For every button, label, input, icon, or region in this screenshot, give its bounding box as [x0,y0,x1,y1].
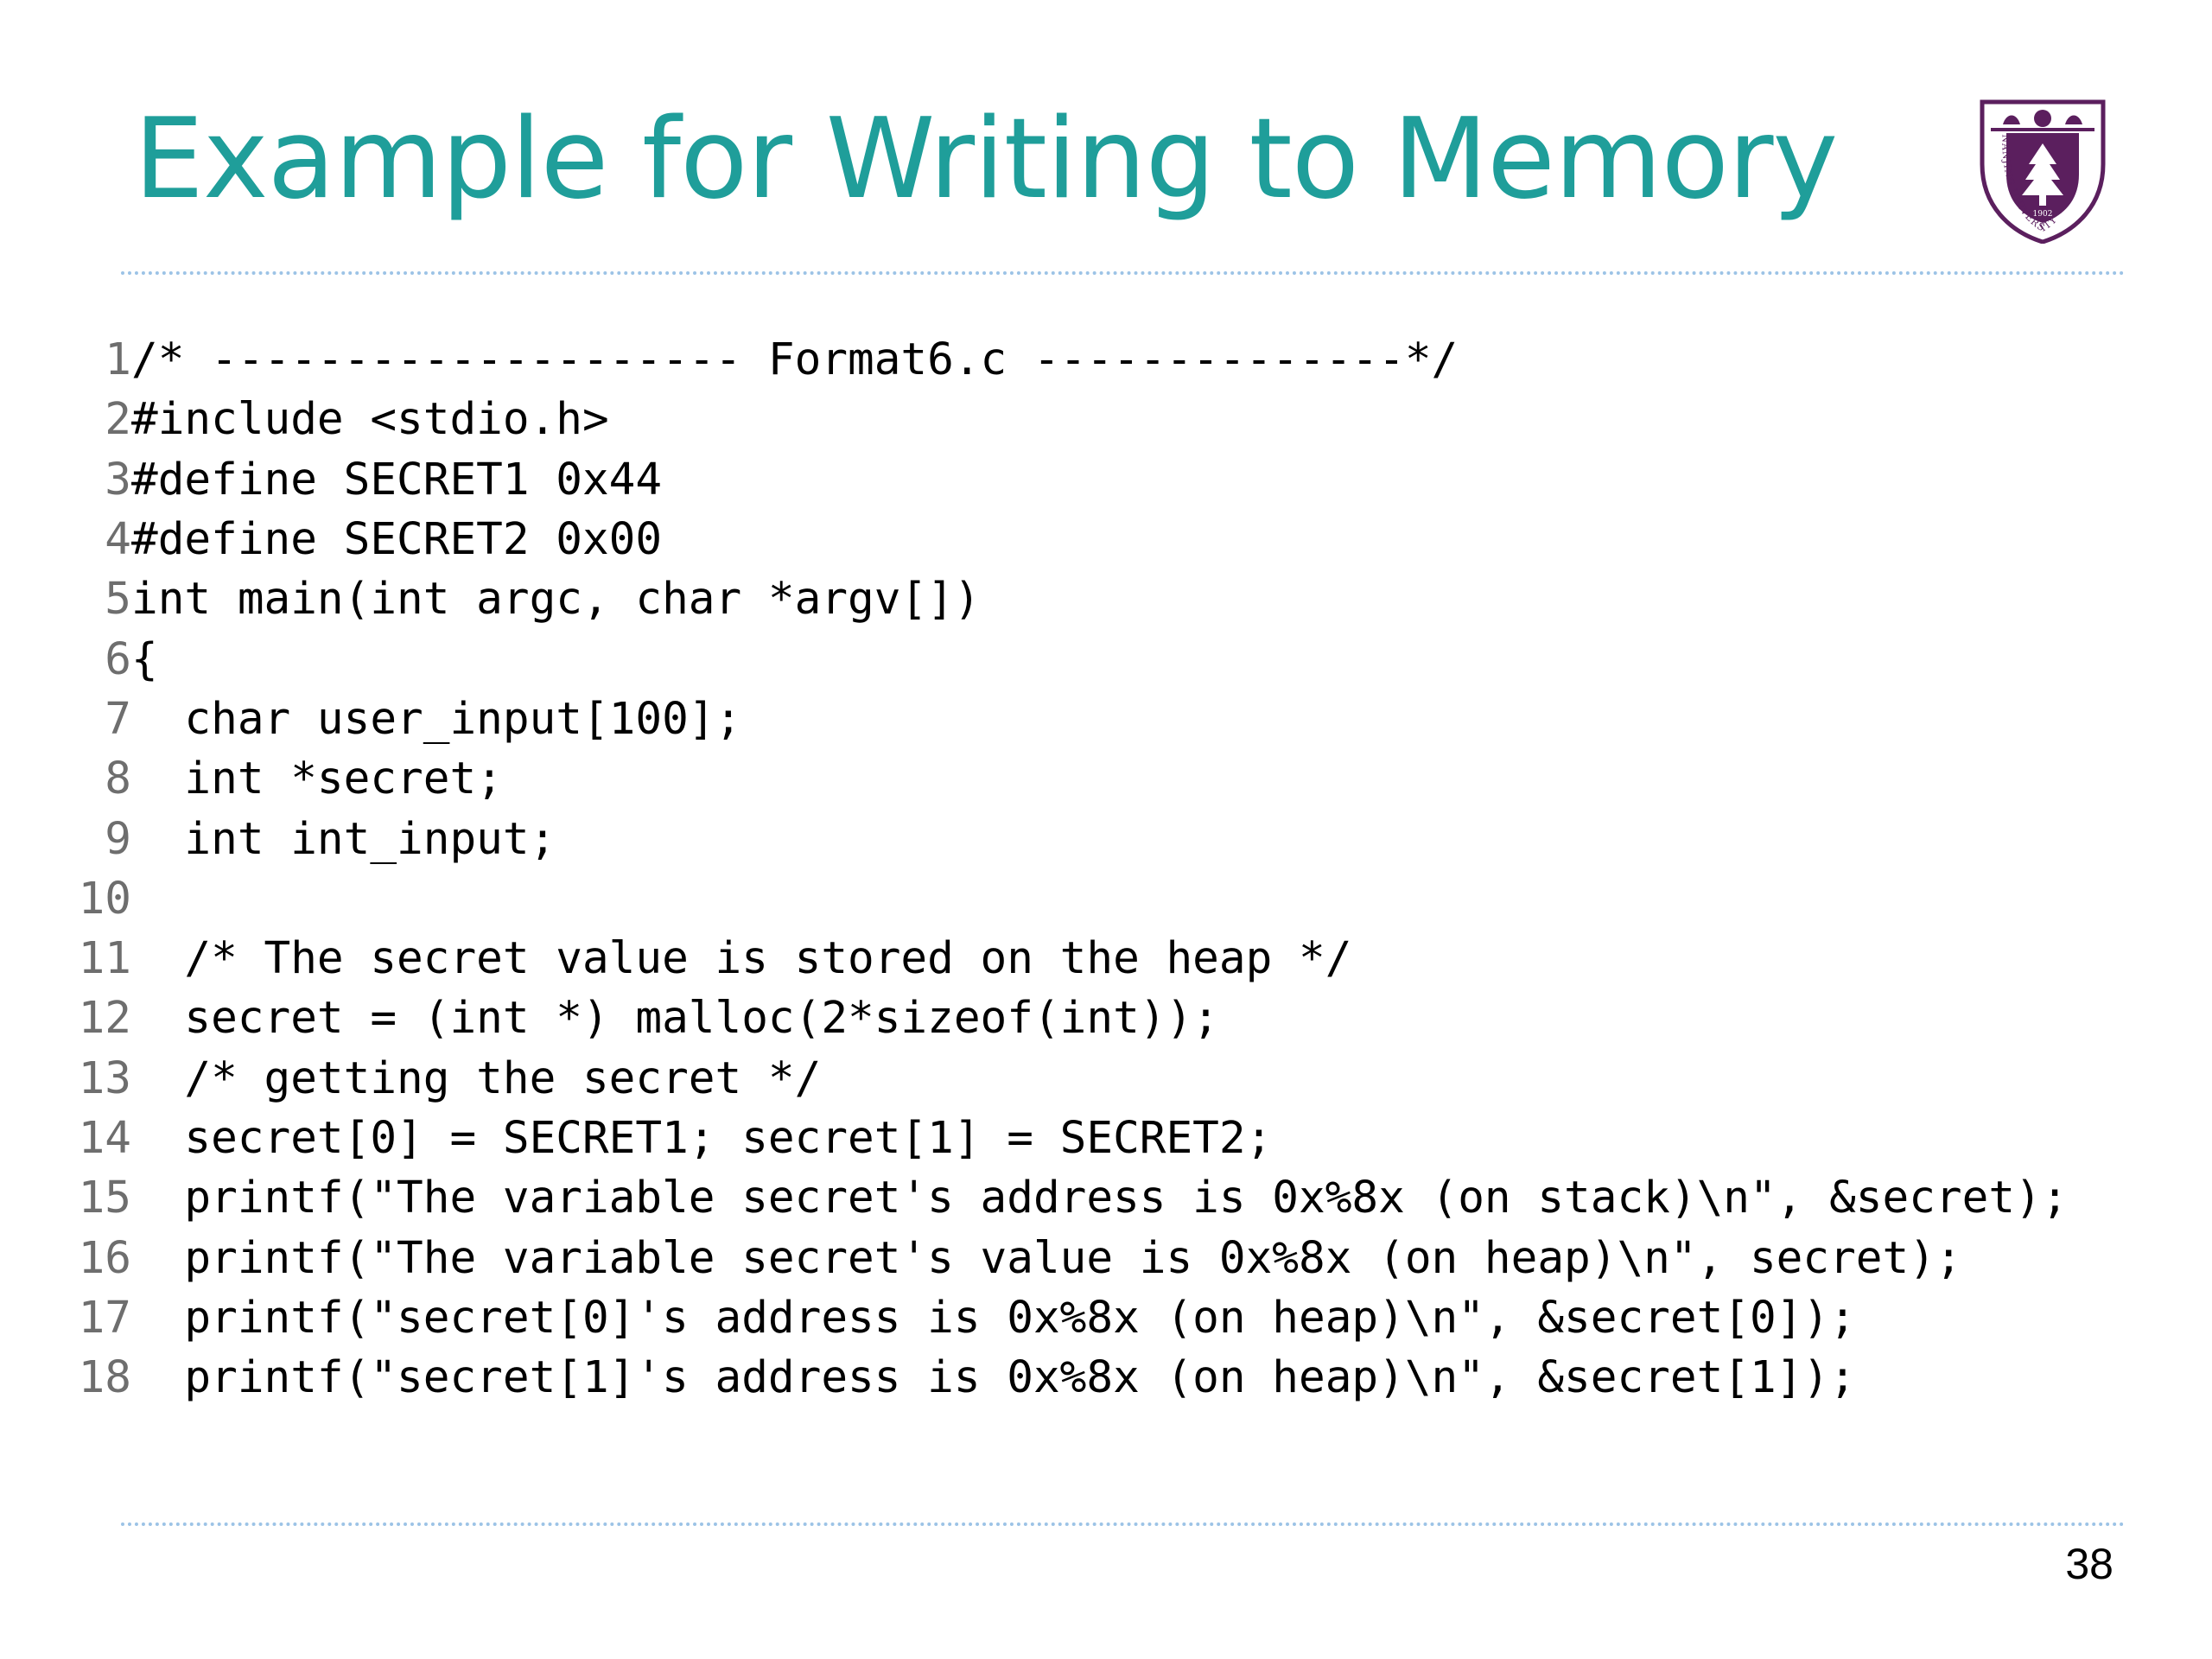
line-number: 8 [105,753,131,805]
code-listing: 1/* -------------------- Format6.c -----… [76,330,2150,1408]
line-number: 7 [105,693,131,745]
code-text: #include <stdio.h> [131,394,609,446]
top-divider [121,271,2126,275]
code-text: #define SECRET1 0x44 [131,454,663,505]
line-number: 10 [78,873,131,925]
line-number: 13 [78,1052,131,1104]
code-text: printf("The variable secret's value is 0… [131,1232,1962,1284]
code-text: /* -------------------- Format6.c ------… [131,334,1459,386]
code-line: 3#define SECRET1 0x44 [76,450,2150,510]
code-line: 16 printf("The variable secret's value i… [76,1228,2150,1287]
code-line: 14 secret[0] = SECRET1; secret[1] = SECR… [76,1109,2150,1168]
code-line: 11 /* The secret value is stored on the … [76,929,2150,988]
line-number: 18 [78,1352,131,1404]
code-line: 18 printf("secret[1]'s address is 0x%8x … [76,1348,2150,1408]
code-line: 2#include <stdio.h> [76,390,2150,449]
line-number: 6 [105,633,131,685]
bottom-divider [121,1522,2126,1526]
code-text: printf("secret[0]'s address is 0x%8x (on… [131,1292,1856,1344]
line-number: 2 [105,394,131,446]
slide-title: Example for Writing to Memory [134,95,1838,224]
code-line: 17 printf("secret[0]'s address is 0x%8x … [76,1288,2150,1348]
line-number: 12 [78,993,131,1045]
code-line: 13 /* getting the secret */ [76,1049,2150,1109]
code-line: 7 char user_input[100]; [76,690,2150,749]
code-text: char user_input[100]; [131,693,742,745]
code-text: /* The secret value is stored on the hea… [131,933,1352,985]
code-text: int main(int argc, char *argv[]) [131,574,981,626]
code-line: 12 secret = (int *) malloc(2*sizeof(int)… [76,988,2150,1048]
code-text: #define SECRET2 0x00 [131,514,663,566]
code-text: secret[0] = SECRET1; secret[1] = SECRET2… [131,1113,1273,1164]
svg-text:1902: 1902 [2033,210,2053,219]
line-number: 9 [105,813,131,865]
code-text: { [131,633,158,685]
code-line: 10 [76,869,2150,929]
university-crest-icon: 1902 NANJING UNIVERSITY [1979,95,2107,245]
code-text: printf("The variable secret's address is… [131,1173,2069,1224]
code-line: 8 int *secret; [76,749,2150,809]
code-text: int int_input; [131,813,556,865]
line-number: 1 [105,334,131,386]
code-line: 4#define SECRET2 0x00 [76,510,2150,569]
code-text: secret = (int *) malloc(2*sizeof(int)); [131,993,1219,1045]
line-number: 5 [105,574,131,626]
code-line: 15 printf("The variable secret's address… [76,1168,2150,1228]
code-line: 9 int int_input; [76,809,2150,868]
line-number: 3 [105,454,131,505]
page-number: 38 [2065,1540,2113,1588]
code-text: int *secret; [131,753,503,805]
line-number: 4 [105,514,131,566]
code-line: 6{ [76,629,2150,689]
line-number: 17 [78,1292,131,1344]
line-number: 15 [78,1173,131,1224]
code-text: /* getting the secret */ [131,1052,822,1104]
code-line: 1/* -------------------- Format6.c -----… [76,330,2150,390]
code-text: printf("secret[1]'s address is 0x%8x (on… [131,1352,1856,1404]
line-number: 16 [78,1232,131,1284]
line-number: 14 [78,1113,131,1164]
line-number: 11 [78,933,131,985]
